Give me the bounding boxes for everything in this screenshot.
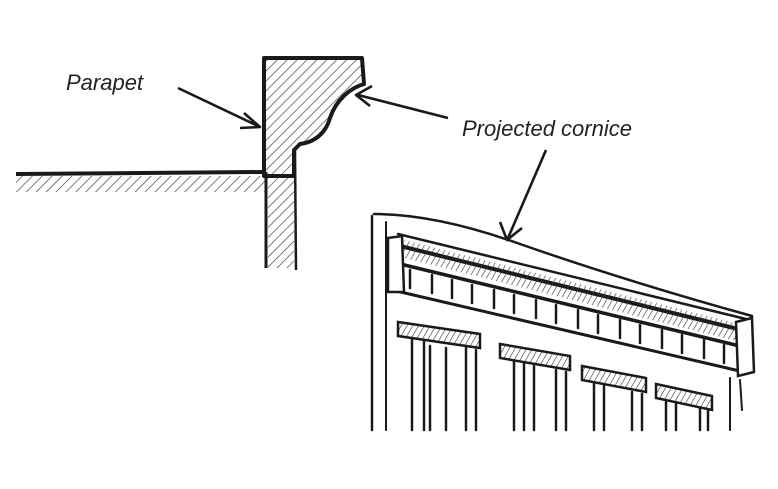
cornice-arrow-top	[357, 93, 449, 120]
parapet-arrow	[177, 86, 259, 128]
window-4	[654, 382, 714, 432]
facade-sketch	[370, 212, 756, 432]
roof-slab-hatch	[16, 176, 266, 192]
frieze-brackets	[408, 268, 726, 365]
cornice-lower	[390, 260, 750, 350]
parapet-arrowhead	[239, 112, 262, 130]
window-3	[580, 364, 648, 432]
wall-hatch	[268, 176, 294, 268]
frieze-lower	[390, 288, 746, 374]
cornice-top-edge	[396, 232, 752, 322]
cornice-end-left	[386, 234, 406, 294]
window-1	[396, 320, 482, 432]
window-2	[498, 342, 572, 432]
roof-line	[15, 170, 263, 176]
arrows	[177, 84, 548, 242]
parapet-cornice-profile	[262, 56, 366, 178]
projected-cornice-label: Projected cornice	[462, 116, 632, 141]
section-drawing	[15, 56, 366, 271]
facade-right-strokes	[729, 377, 743, 431]
cornice-arrow-bottom	[506, 149, 548, 239]
cornice-arrowhead-top	[354, 84, 373, 108]
parapet-label: Parapet	[66, 70, 144, 95]
cornice-hatch-band	[404, 240, 748, 344]
cornice-end-right	[734, 316, 756, 378]
roof-top-line	[372, 212, 754, 318]
